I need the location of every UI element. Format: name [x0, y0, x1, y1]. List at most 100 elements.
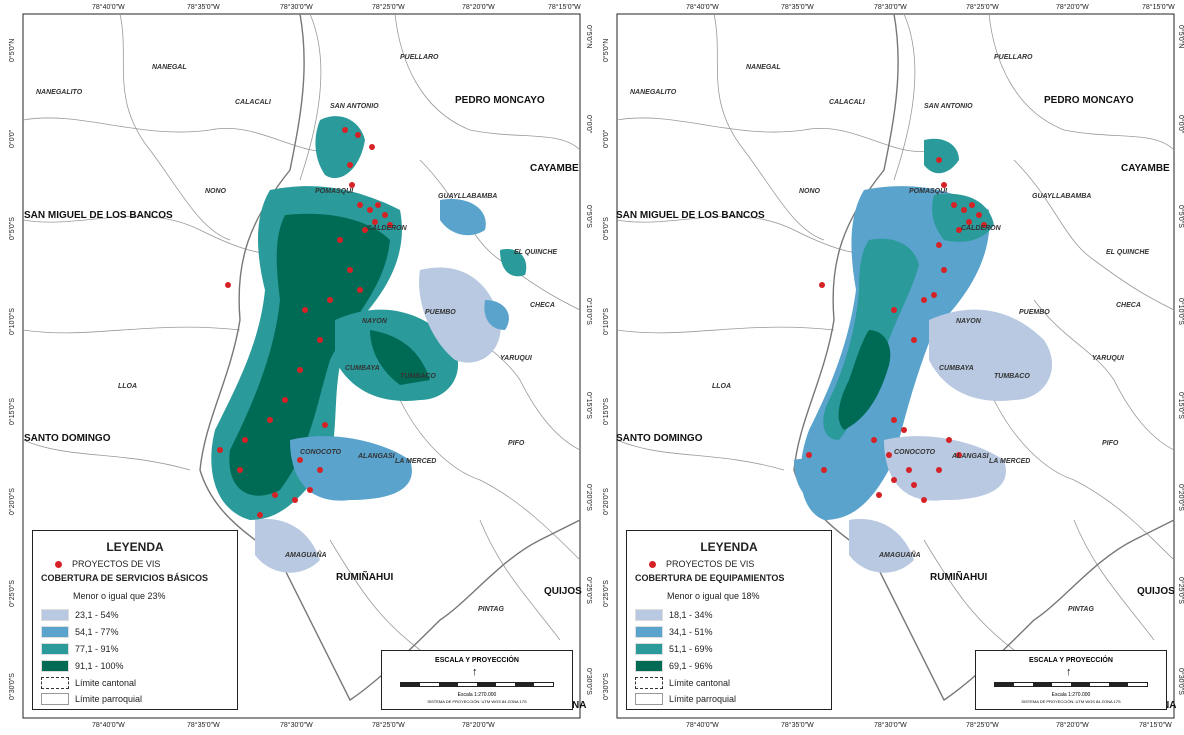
place-label: TUMBACO: [400, 373, 436, 380]
scale-box: ESCALA Y PROYECCIÓN ↑ Escala 1:270.000 S…: [381, 650, 573, 710]
legend-subtitle: COBERTURA DE EQUIPAMIENTOS: [635, 573, 785, 583]
legend-class-2: 54,1 - 77%: [41, 626, 119, 638]
legend-class-1: 18,1 - 34%: [635, 609, 713, 621]
place-label: TUMBACO: [994, 373, 1030, 380]
legend-points-label: PROYECTOS DE VIS: [666, 559, 755, 569]
map-canvas: [22, 13, 581, 719]
side-tick: 0°0'0": [603, 129, 610, 148]
legend-class-3: 77,1 - 91%: [41, 643, 119, 655]
side-tick: 0°5'0"S: [1177, 205, 1184, 228]
legend-parroquial-label: Límite parroquial: [75, 694, 143, 704]
legend-title: LEYENDA: [700, 540, 758, 554]
legend-class-0: Menor o igual que 18%: [667, 591, 760, 601]
place-label: SAN MIGUEL DE LOS BANCOS: [616, 210, 765, 221]
swatch-icon: [635, 609, 663, 621]
legend-points: PROYECTOS DE VIS: [41, 559, 160, 569]
place-label: GUAYLLABAMBA: [1032, 193, 1092, 200]
place-label: RUMIÑAHUI: [930, 572, 988, 583]
place-label: AMAGUAÑA: [285, 552, 327, 559]
place-label: POMASQUI: [315, 188, 354, 195]
cantonal-line-icon: [41, 677, 69, 689]
side-tick: 0°0'0": [9, 129, 16, 148]
legend-title: LEYENDA: [106, 540, 164, 554]
legend-class-label: Menor o igual que 18%: [667, 591, 760, 601]
scale-bar: [994, 682, 1148, 687]
legend-parroquial-label: Límite parroquial: [669, 694, 737, 704]
place-label: ALANGASI: [358, 453, 395, 460]
coverage-area: [211, 116, 527, 573]
place-label: CALDERON: [367, 225, 407, 232]
cantonal-boundary: [199, 13, 581, 702]
place-label: YARUQUI: [500, 355, 532, 362]
place-label: PEDRO MONCAYO: [1044, 95, 1134, 106]
side-tick: 0°25'0"S: [585, 577, 592, 604]
place-label: PINTAG: [1068, 606, 1094, 613]
place-label: NONO: [799, 188, 820, 195]
vis-project-points: [217, 127, 393, 518]
top-tick: 78°30'0"W: [280, 4, 313, 11]
place-label: LLOA: [712, 383, 732, 390]
place-label: YARUQUI: [1092, 355, 1124, 362]
projection-text: SISTEMA DE PROYECCIÓN: UTM WGS 84 ZONA 1…: [1021, 699, 1121, 704]
place-label: NANEGALITO: [630, 89, 677, 96]
place-label: PUELLARO: [400, 54, 439, 61]
side-tick: 0°5'0"N: [603, 38, 610, 62]
place-label: CALACALI: [829, 99, 865, 106]
side-tick: 0°15'0"S: [603, 398, 610, 425]
top-tick: 78°35'0"W: [781, 4, 814, 11]
point-symbol-icon: [55, 560, 62, 568]
scale-text: Escala 1:270.000: [1051, 692, 1091, 698]
side-tick: 0°15'0"S: [585, 392, 592, 419]
bottom-tick: 78°35'0"W: [781, 722, 814, 729]
top-tick: 78°35'0"W: [187, 4, 220, 11]
place-label: RUMIÑAHUI: [336, 572, 394, 583]
scale-text: Escala 1:270.000: [457, 692, 497, 698]
side-tick: 0°5'0"S: [585, 205, 592, 228]
legend-cantonal: Límite cantonal: [41, 677, 136, 689]
place-label: CALACALI: [235, 99, 271, 106]
scale-bar: [400, 682, 554, 687]
place-label: CHECA: [1116, 302, 1141, 309]
north-arrow-icon: ↑: [1066, 666, 1072, 678]
legend-class-1: 23,1 - 54%: [41, 609, 119, 621]
legend-class-label: Menor o igual que 23%: [73, 591, 166, 601]
place-label: CAYAMBE: [1121, 163, 1170, 174]
bottom-tick: 78°25'0"W: [372, 722, 405, 729]
swatch-icon: [635, 660, 663, 672]
legend-parroquial: Límite parroquial: [41, 693, 142, 705]
side-tick: 0°20'0"S: [585, 484, 592, 511]
swatch-icon: [635, 626, 663, 638]
side-tick: 0°10'0"S: [9, 308, 16, 335]
place-label: LA MERCED: [395, 458, 437, 465]
side-tick: 0°10'0"S: [603, 308, 610, 335]
place-label: NA: [1162, 700, 1177, 711]
side-tick: 0°30'0"S: [585, 668, 592, 695]
legend-class-label: 69,1 - 96%: [669, 661, 713, 671]
place-label: EL QUINCHE: [1106, 249, 1150, 256]
place-label: PINTAG: [478, 606, 504, 613]
bottom-tick: 78°15'0"W: [1139, 722, 1172, 729]
projection-text: SISTEMA DE PROYECCIÓN: UTM WGS 84 ZONA 1…: [427, 699, 527, 704]
vis-project-points: [806, 157, 987, 503]
legend-parroquial: Límite parroquial: [635, 693, 736, 705]
legend-points: PROYECTOS DE VIS: [635, 559, 754, 569]
swatch-icon: [635, 643, 663, 655]
legend-class-label: 77,1 - 91%: [75, 644, 119, 654]
place-label: NAYON: [956, 318, 981, 325]
place-label: CONOCOTO: [894, 449, 936, 456]
place-label: PUELLARO: [994, 54, 1033, 61]
place-label: SANTO DOMINGO: [616, 433, 703, 444]
bottom-tick: 78°25'0"W: [966, 722, 999, 729]
map-equipamientos: 78°40'0"W 78°35'0"W 78°30'0"W 78°25'0"W …: [594, 0, 1184, 735]
side-tick: 0°5'0"S: [603, 217, 610, 240]
side-tick: 0°15'0"S: [9, 398, 16, 425]
place-label: GUAYLLABAMBA: [438, 193, 498, 200]
scale-title: ESCALA Y PROYECCIÓN: [1029, 657, 1113, 664]
place-label: PUEMBO: [1019, 309, 1050, 316]
bottom-tick: 78°30'0"W: [280, 722, 313, 729]
side-tick: 0°5'0"N: [1177, 25, 1184, 49]
bottom-tick: 78°20'0"W: [462, 722, 495, 729]
side-tick: 0°20'0"S: [1177, 484, 1184, 511]
place-label: CAYAMBE: [530, 163, 579, 174]
side-tick: 0°25'0"S: [1177, 577, 1184, 604]
